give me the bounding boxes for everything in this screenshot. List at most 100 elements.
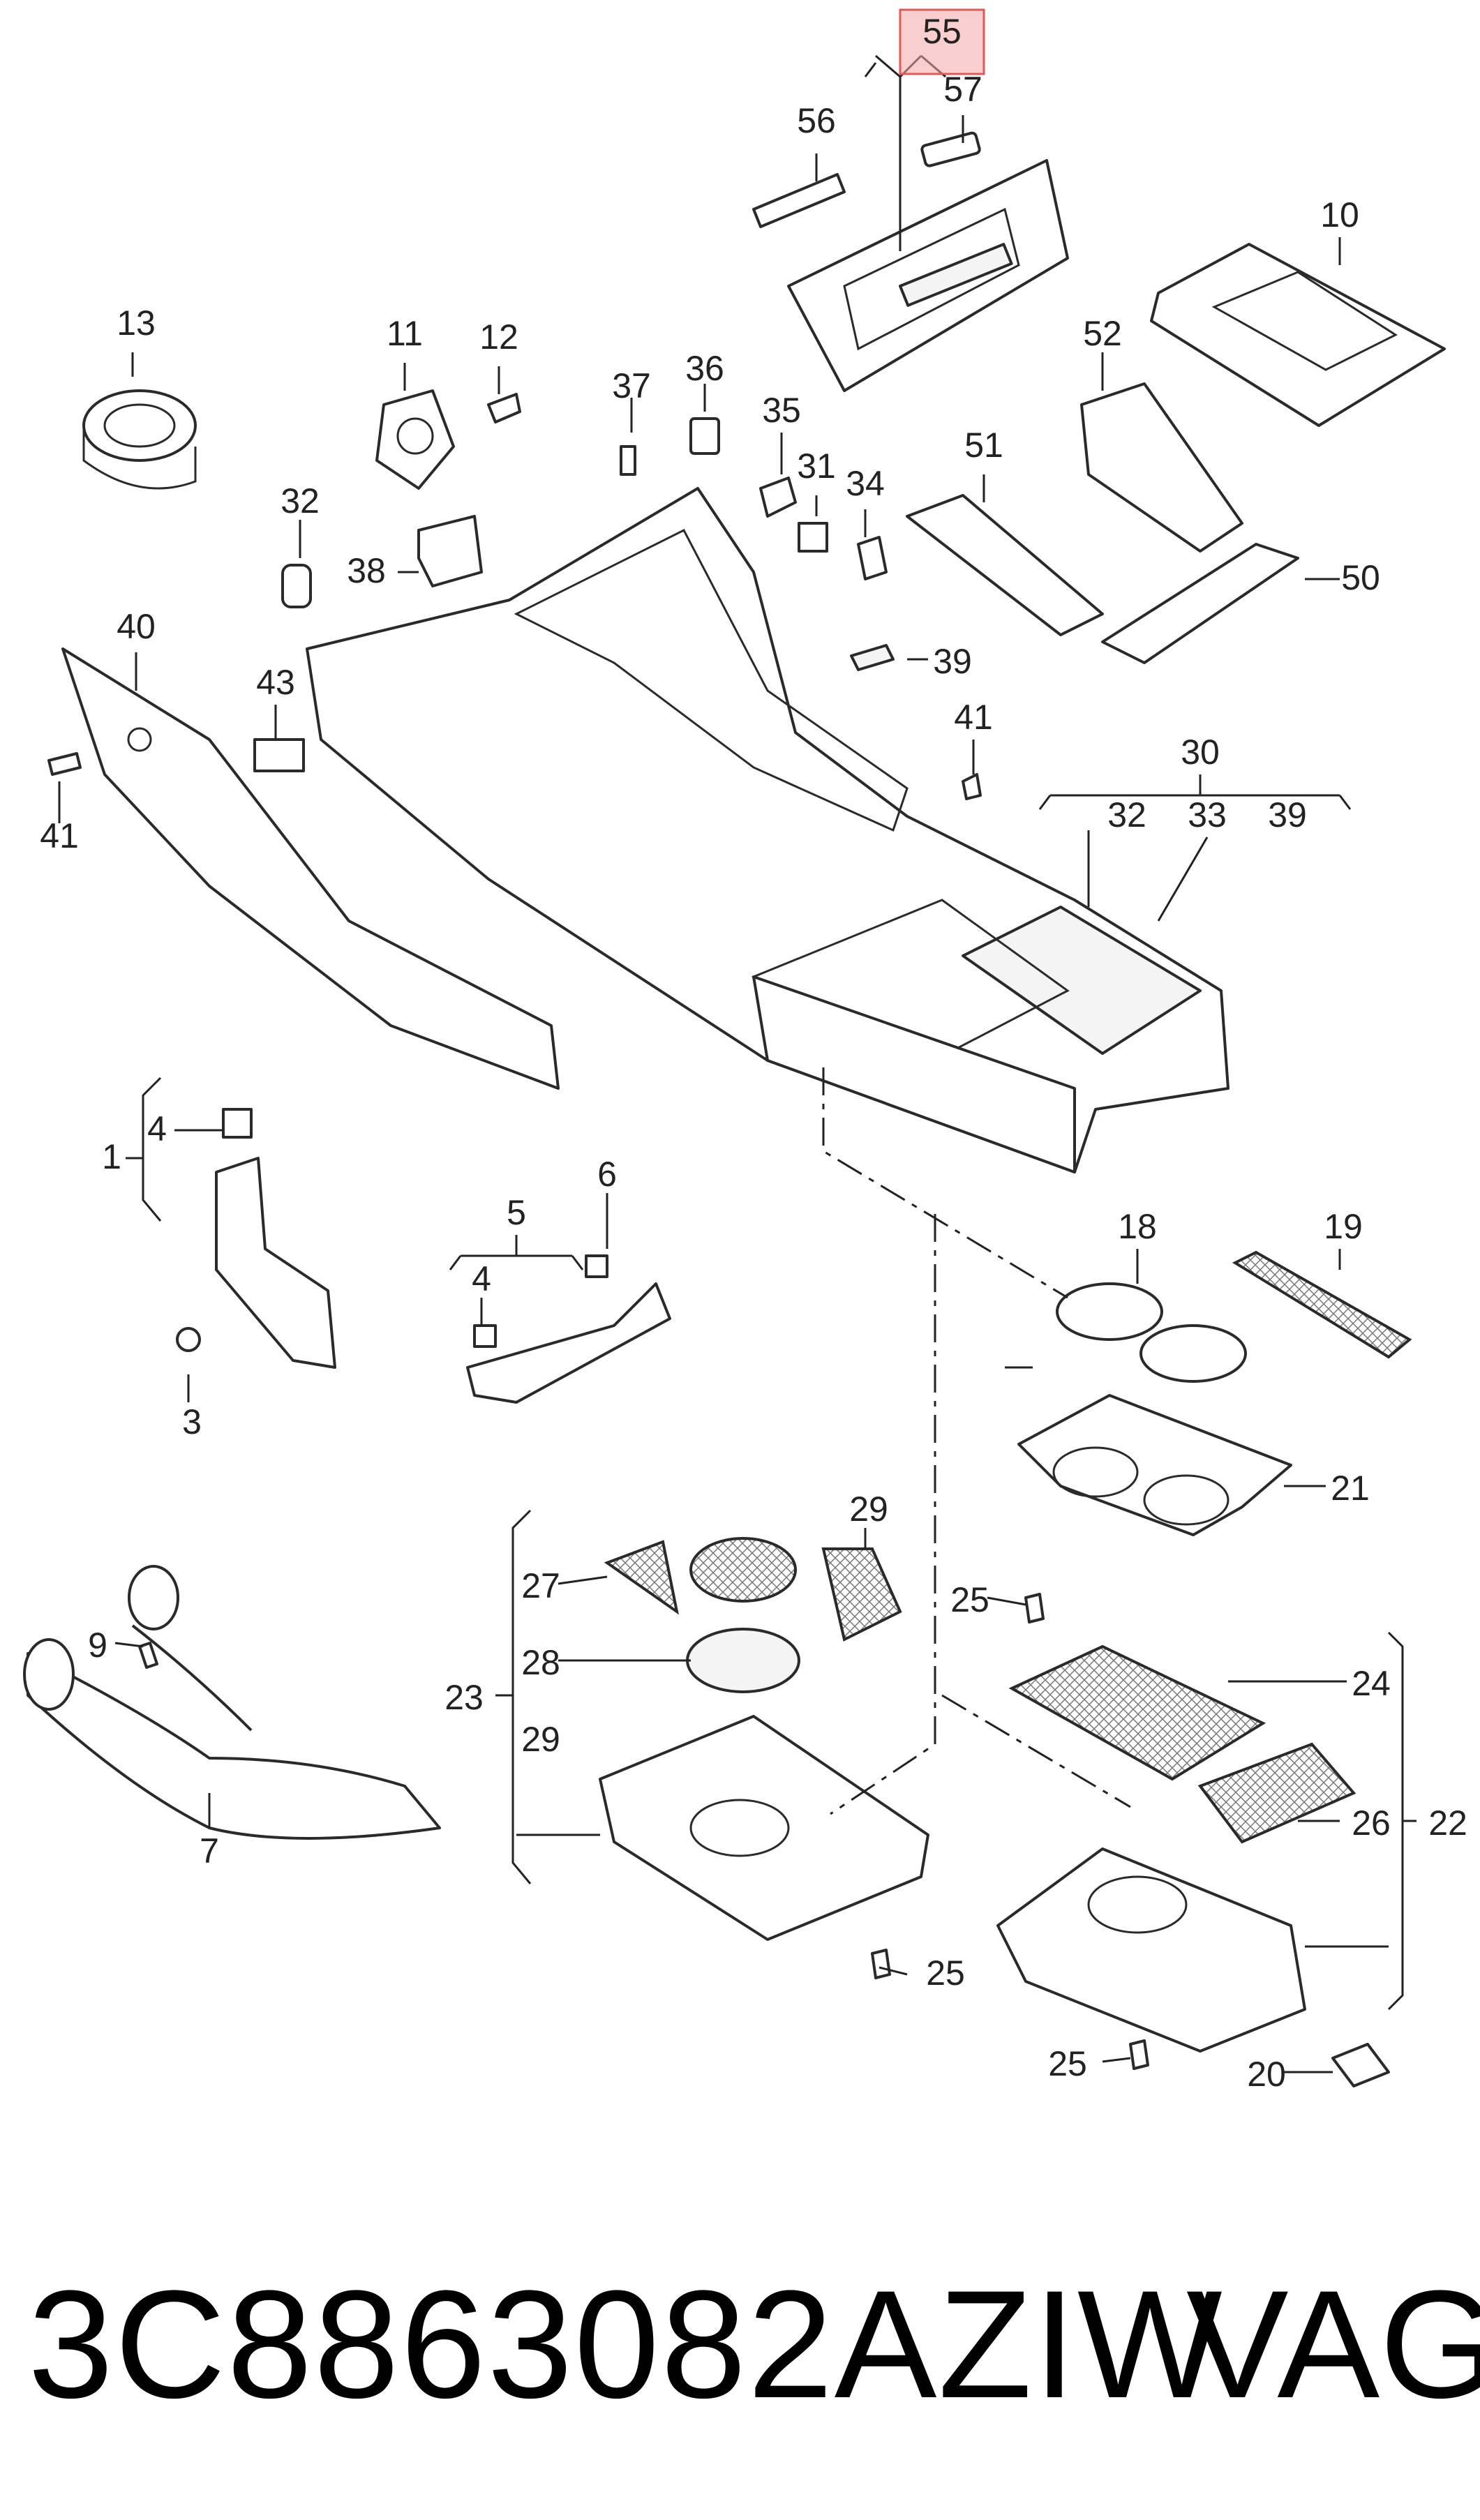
cup-inserts-18 bbox=[1056, 1282, 1247, 1383]
center-console-body bbox=[306, 487, 1229, 1173]
callout-label: 21 bbox=[1331, 1469, 1370, 1508]
switch-panel-51 bbox=[906, 494, 1104, 636]
callout-label: 57 bbox=[943, 70, 982, 109]
callout-label: 37 bbox=[612, 366, 651, 405]
cup-holder-23 bbox=[599, 1715, 929, 1941]
callout-label: 10 bbox=[1320, 195, 1359, 234]
trim-50 bbox=[1101, 543, 1299, 664]
callout-label: 11 bbox=[387, 314, 423, 353]
callout-label: 40 bbox=[117, 607, 156, 646]
callout-label: 52 bbox=[1083, 314, 1122, 353]
trim-strip-56 bbox=[752, 173, 846, 228]
clip-35 bbox=[759, 477, 797, 518]
callout-label: 1 bbox=[102, 1137, 121, 1176]
cap-31 bbox=[798, 522, 828, 553]
nut-6 bbox=[585, 1254, 608, 1278]
callout-label: 29 bbox=[849, 1490, 888, 1529]
callout-label: 24 bbox=[1352, 1664, 1391, 1703]
nut-4 bbox=[222, 1108, 253, 1139]
callout-label: 33 bbox=[1188, 795, 1227, 834]
bracket-1 bbox=[176, 1108, 336, 1369]
screws-25 bbox=[871, 1593, 1149, 2070]
bracket-5 bbox=[466, 1254, 671, 1404]
clip-43 bbox=[253, 738, 305, 772]
callout-label: 41 bbox=[954, 698, 993, 737]
callout-label: 4 bbox=[147, 1109, 167, 1148]
clip-12 bbox=[487, 393, 521, 423]
air-duct-7 bbox=[23, 1565, 441, 1840]
callout-label: 43 bbox=[256, 663, 295, 702]
triangle-pad-27 bbox=[604, 1540, 679, 1615]
screw-9 bbox=[138, 1642, 158, 1669]
callout-label: 3 bbox=[182, 1402, 202, 1441]
triangle-pad-29 bbox=[821, 1547, 902, 1642]
callout-labels: 55 56 57 10 13 11 12 37 36 35 31 34 52 5… bbox=[40, 12, 1467, 2094]
mesh-pad-24 bbox=[1008, 1644, 1266, 1781]
callout-label: 12 bbox=[479, 317, 518, 357]
callout-label: 13 bbox=[117, 303, 156, 343]
brand-name: VAG bbox=[1186, 2258, 1480, 2430]
callout-label: 32 bbox=[1107, 795, 1146, 834]
callout-label: 7 bbox=[200, 1831, 219, 1870]
callout-label: 31 bbox=[797, 447, 836, 486]
callout-label: 4 bbox=[472, 1259, 491, 1298]
clip-57 bbox=[920, 131, 981, 167]
small-parts-top bbox=[253, 417, 895, 772]
plug-32 bbox=[281, 564, 312, 608]
callout-label: 51 bbox=[964, 426, 1003, 465]
screw-41-right bbox=[962, 773, 982, 800]
callout-label: 55 bbox=[922, 12, 962, 51]
callout-label: 26 bbox=[1352, 1803, 1391, 1843]
callout-label: 28 bbox=[521, 1643, 560, 1682]
storage-tray-22 bbox=[996, 1847, 1306, 2053]
callout-label: 25 bbox=[926, 1953, 965, 1993]
clip-36 bbox=[689, 417, 720, 455]
switch-block-52 bbox=[1080, 382, 1243, 553]
callout-label: 19 bbox=[1324, 1207, 1363, 1246]
cup-holder-21 bbox=[1017, 1394, 1292, 1536]
mat-10 bbox=[1150, 243, 1446, 427]
callout-label: 34 bbox=[846, 464, 885, 503]
nut-34 bbox=[857, 536, 888, 580]
clip-20 bbox=[1331, 2043, 1390, 2087]
screw-3 bbox=[176, 1327, 201, 1352]
callout-label: 6 bbox=[597, 1155, 617, 1194]
callout-label: 38 bbox=[347, 551, 386, 590]
nut-4b bbox=[473, 1324, 497, 1348]
part-number: 3C8863082AZIW bbox=[28, 2258, 1224, 2430]
callout-label: 22 bbox=[1428, 1803, 1467, 1843]
assembly-lines bbox=[822, 1067, 1131, 1815]
callout-label: 36 bbox=[685, 349, 724, 388]
callout-label: 56 bbox=[797, 101, 836, 140]
trim-panel-55 bbox=[787, 159, 1069, 392]
callout-label: 29 bbox=[521, 1720, 560, 1759]
pad-39 bbox=[850, 644, 895, 671]
mesh-strip-19 bbox=[1232, 1250, 1412, 1359]
callout-label: 30 bbox=[1181, 733, 1220, 772]
mesh-pad-26 bbox=[1197, 1742, 1356, 1844]
callout-label: 20 bbox=[1247, 2055, 1286, 2094]
callout-label: 18 bbox=[1118, 1207, 1157, 1246]
bracket-38 bbox=[417, 515, 483, 587]
callout-label: 25 bbox=[950, 1580, 989, 1619]
callout-label: 25 bbox=[1048, 2044, 1087, 2083]
round-pad-28 bbox=[686, 1537, 800, 1693]
callout-label: 27 bbox=[521, 1566, 560, 1605]
callout-label: 35 bbox=[762, 391, 801, 430]
callout-label: 39 bbox=[933, 642, 972, 681]
callout-label: 32 bbox=[281, 481, 320, 520]
callout-label: 39 bbox=[1268, 795, 1307, 834]
fan-11 bbox=[375, 389, 455, 490]
tape-roll-13 bbox=[82, 389, 197, 490]
callout-label: 23 bbox=[444, 1678, 484, 1717]
callout-label: 9 bbox=[88, 1626, 107, 1665]
leader-lines bbox=[58, 54, 1417, 2073]
callout-label: 50 bbox=[1341, 558, 1380, 597]
side-trim-40 bbox=[61, 647, 560, 1090]
callout-label: 5 bbox=[507, 1193, 526, 1232]
callout-label: 41 bbox=[40, 816, 79, 855]
screw-41-left bbox=[47, 752, 82, 776]
highlight-box bbox=[899, 8, 985, 75]
screw-37 bbox=[620, 445, 636, 476]
